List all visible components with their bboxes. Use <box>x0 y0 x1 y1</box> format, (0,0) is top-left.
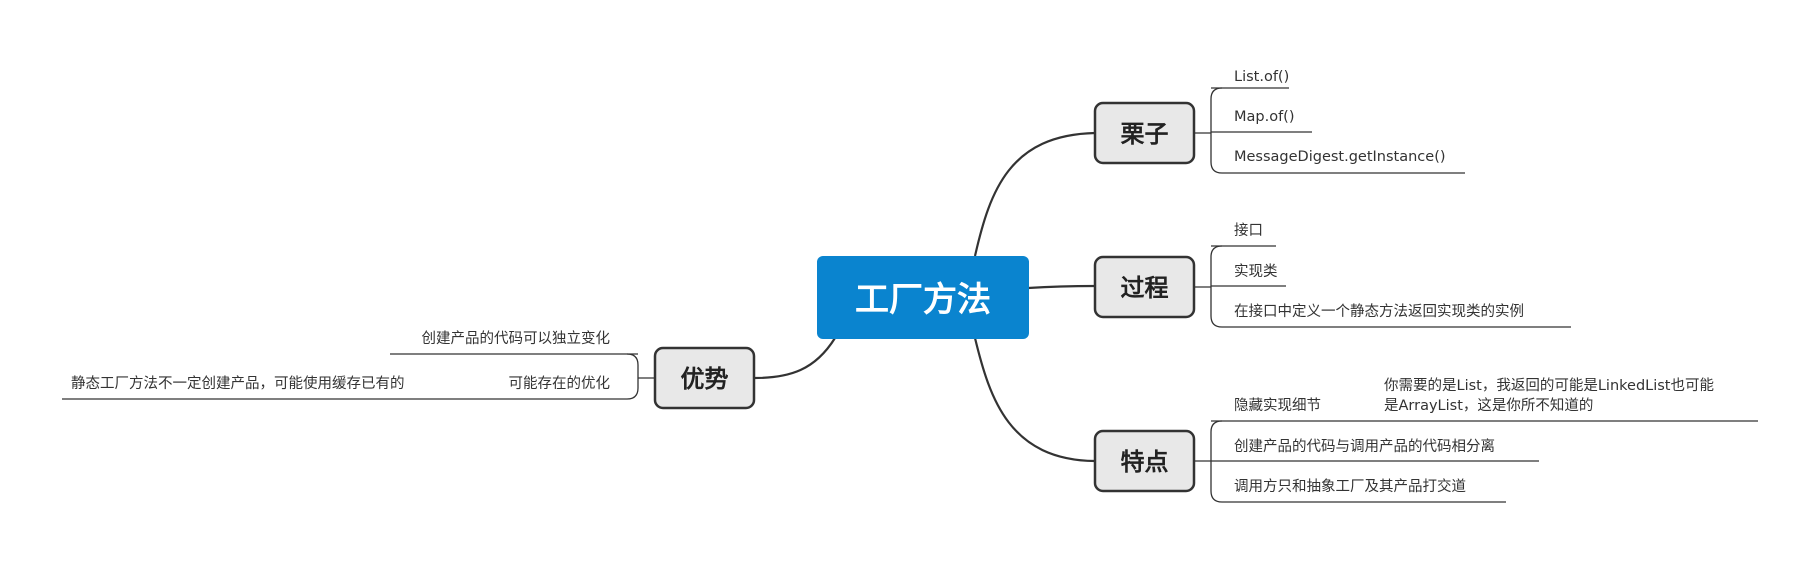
example-item-map-of: Map.of() <box>1234 109 1295 125</box>
advantage-optimization-detail: 静态工厂方法不一定创建产品，可能使用缓存已有的 <box>71 375 405 392</box>
branch-process[interactable]: 过程 <box>1093 255 1196 319</box>
connector-root-process <box>1027 284 1096 290</box>
examples-leaf-underlines <box>1211 87 1465 174</box>
feature-hide-detail-note-line1: 你需要的是List，我返回的可能是LinkedList也可能 <box>1384 377 1714 394</box>
feature-item-abstract-factory: 调用方只和抽象工厂及其产品打交道 <box>1234 477 1466 495</box>
branch-examples[interactable]: 栗子 <box>1093 101 1196 165</box>
branch-advantages[interactable]: 优势 <box>653 346 756 410</box>
examples-bracket <box>1194 87 1223 174</box>
advantage-item-independent-change: 创建产品的代码可以独立变化 <box>422 330 611 347</box>
branch-process-label: 过程 <box>1121 274 1169 302</box>
feature-item-separation: 创建产品的代码与调用产品的代码相分离 <box>1234 438 1495 455</box>
connector-root-examples <box>973 131 1096 257</box>
branch-features[interactable]: 特点 <box>1093 429 1196 493</box>
example-item-list-of: List.of() <box>1234 69 1289 85</box>
branch-advantages-label: 优势 <box>681 365 729 393</box>
feature-hide-detail-note-line2: 是ArrayList，这是你所不知道的 <box>1384 397 1593 414</box>
process-item-interface: 接口 <box>1234 222 1263 239</box>
advantages-bracket <box>626 353 655 400</box>
branch-examples-label: 栗子 <box>1121 120 1169 148</box>
features-leaf-underlines <box>1211 420 1758 503</box>
advantages-leaf-underlines <box>62 353 638 400</box>
branch-features-label: 特点 <box>1121 448 1169 476</box>
root-label: 工厂方法 <box>855 280 991 320</box>
feature-hide-detail: 隐藏实现细节 <box>1234 397 1321 414</box>
process-item-static-method: 在接口中定义一个静态方法返回实现类的实例 <box>1234 303 1524 320</box>
root-node[interactable]: 工厂方法 <box>817 256 1029 339</box>
process-item-implementation: 实现类 <box>1234 263 1278 280</box>
process-leaf-underlines <box>1211 245 1571 328</box>
connector-root-advantages <box>753 337 836 380</box>
example-item-messagedigest: MessageDigest.getInstance() <box>1234 149 1446 165</box>
advantage-optimization: 可能存在的优化 <box>509 375 611 392</box>
connector-root-features <box>973 337 1096 463</box>
